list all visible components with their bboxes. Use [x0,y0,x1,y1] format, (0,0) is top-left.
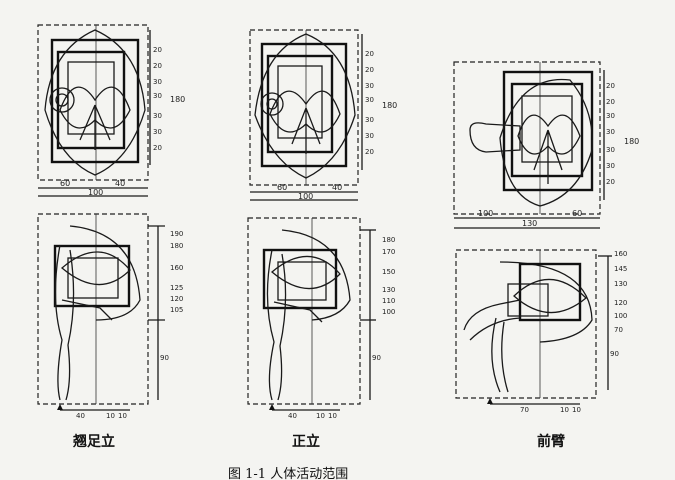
tick-label: 20 [606,82,615,90]
tick-label: 30 [606,162,615,170]
tick-label: 30 [153,92,162,100]
ground-label: 10 [328,412,337,420]
ground-label: 10 [316,412,325,420]
height-mark-label: 160 [614,250,627,258]
plan-boundary [453,61,601,215]
tick-label: 30 [365,132,374,140]
height-mark-label: 145 [614,265,627,273]
ground-label: 40 [76,412,85,420]
tick-label: 30 [606,146,615,154]
panel-2: 20 20 30 30 30 30 20 180 60 40 100 [247,29,397,450]
width-label: 60 [60,179,70,188]
height-mark-label: 110 [382,297,395,305]
height-mark-label: 160 [170,264,183,272]
ground-label: 10 [106,412,115,420]
width-label: 100 [478,209,493,218]
tick-label: 30 [153,78,162,86]
width-label: 40 [332,183,342,192]
tick-label: 20 [365,66,374,74]
ground-label: 10 [572,406,581,414]
height-mark-label: 120 [614,299,627,307]
height-mark-label: 130 [382,286,395,294]
height-mark-label: 125 [170,284,183,292]
side-label: 90 [610,350,619,358]
side-boundary [37,213,149,405]
side-boundary [455,249,597,399]
panel-1-side-view: 190 180 160 125 120 105 90 40 10 10 [37,213,183,420]
height-mark-label: 120 [170,295,183,303]
plan-boundary [249,29,359,186]
total-width-label: 100 [298,192,313,201]
height-mark-label: 190 [170,230,183,238]
side-label: 90 [372,354,381,362]
tick-label: 20 [606,98,615,106]
ground-label: 10 [118,412,127,420]
tick-label: 30 [606,128,615,136]
tick-label: 30 [153,128,162,136]
plan-boundary [37,24,149,181]
width-label: 60 [572,209,582,218]
tick-label: 30 [365,116,374,124]
tick-label: 20 [365,50,374,58]
panel-3-side-view: 160 145 130 120 100 70 90 70 10 10 [455,249,627,414]
panel-2-side-view: 180 170 150 130 110 100 90 40 10 10 [247,217,395,420]
panel-1-plan-view: 20 20 30 30 30 30 20 180 60 40 100 [37,24,185,197]
total-width-label: 130 [522,219,537,228]
height-mark-label: 130 [614,280,627,288]
tick-label: 30 [153,112,162,120]
tick-label: 20 [153,62,162,70]
panel-caption: 前臂 [537,433,565,450]
tick-label: 20 [606,178,615,186]
side-label: 90 [160,354,169,362]
panel-caption: 正立 [292,433,320,450]
height-label: 180 [170,95,185,104]
panel-3: 20 20 30 30 30 30 20 180 100 60 130 [453,61,639,450]
tick-label: 30 [365,82,374,90]
height-mark-label: 100 [382,308,395,316]
width-label: 60 [277,183,287,192]
panel-caption: 翘足立 [72,433,115,450]
tick-label: 30 [365,96,374,104]
ground-label: 70 [520,406,529,414]
height-mark-label: 180 [382,236,395,244]
height-mark-label: 105 [170,306,183,314]
tick-label: 20 [153,144,162,152]
panel-1: 20 20 30 30 30 30 20 180 60 40 100 [37,24,185,450]
height-label: 180 [624,137,639,146]
total-width-label: 100 [88,188,103,197]
height-mark-label: 170 [382,248,395,256]
height-mark-label: 180 [170,242,183,250]
height-label: 180 [382,101,397,110]
height-mark-label: 150 [382,268,395,276]
figure-caption: 图 1-1 人体活动范围 [228,467,348,480]
tick-label: 30 [606,112,615,120]
panel-2-plan-view: 20 20 30 30 30 30 20 180 60 40 100 [249,29,397,201]
ground-label: 40 [288,412,297,420]
height-mark-label: 100 [614,312,627,320]
tick-label: 20 [365,148,374,156]
height-mark-label: 70 [614,326,623,334]
ground-label: 10 [560,406,569,414]
width-label: 40 [115,179,125,188]
tick-label: 20 [153,46,162,54]
side-boundary [247,217,361,405]
panel-3-plan-view: 20 20 30 30 30 30 20 180 100 60 130 [453,61,639,229]
